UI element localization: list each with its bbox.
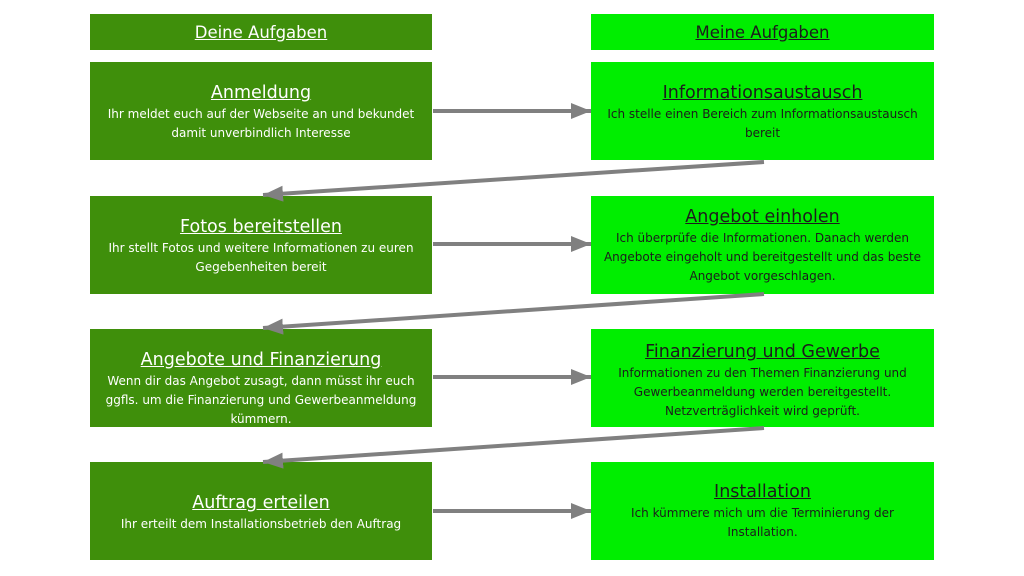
step-title: Fotos bereitstellen: [180, 217, 342, 237]
step-title: Installation: [714, 482, 811, 502]
step-title: Angebote und Finanzierung: [140, 350, 382, 370]
step-title: Auftrag erteilen: [192, 493, 330, 513]
header-left-label: Deine Aufgaben: [194, 22, 328, 42]
step-description: Ihr meldet euch auf der Webseite an und …: [107, 107, 415, 140]
step-description: Ihr erteilt dem Installationsbetrieb den…: [120, 517, 402, 531]
arrow-angebot-einholen-to-angebote: [262, 292, 765, 335]
step-description: Informationen zu den Themen Finanzierung…: [618, 366, 907, 418]
step-fotos-bereitstellen: Fotos bereitstellen Ihr stellt Fotos und…: [90, 196, 432, 294]
step-angebot-einholen: Angebot einholen Ich überprüfe die Infor…: [591, 196, 934, 294]
step-description: Ich stelle einen Bereich zum Information…: [607, 107, 918, 140]
step-anmeldung: Anmeldung Ihr meldet euch auf der Websei…: [90, 62, 432, 160]
header-deine-aufgaben: Deine Aufgaben: [90, 14, 432, 50]
step-description: Ich kümmere mich um die Terminierung der…: [631, 506, 894, 539]
step-auftrag-erteilen: Auftrag erteilen Ihr erteilt dem Install…: [90, 462, 432, 560]
step-finanzierung-und-gewerbe: Finanzierung und Gewerbe Informationen z…: [591, 329, 934, 427]
step-description: Ich überprüfe die Informationen. Danach …: [603, 231, 922, 283]
step-description: Ihr stellt Fotos und weitere Information…: [108, 241, 414, 274]
step-description: Wenn dir das Angebot zusagt, dann müsst …: [105, 374, 417, 426]
step-installation: Installation Ich kümmere mich um die Ter…: [591, 462, 934, 560]
header-right-label: Meine Aufgaben: [695, 22, 830, 42]
step-title: Finanzierung und Gewerbe: [645, 342, 880, 362]
step-title: Informationsaustausch: [662, 83, 863, 103]
step-title: Anmeldung: [210, 83, 312, 103]
step-title: Angebot einholen: [685, 207, 840, 227]
arrow-informationsaustausch-to-fotos: [262, 160, 765, 202]
step-angebote-und-finanzierung: Angebote und Finanzierung Wenn dir das A…: [90, 329, 432, 427]
arrow-finanzierung-to-auftrag: [262, 426, 765, 469]
step-informationsaustausch: Informationsaustausch Ich stelle einen B…: [591, 62, 934, 160]
header-meine-aufgaben: Meine Aufgaben: [591, 14, 934, 50]
